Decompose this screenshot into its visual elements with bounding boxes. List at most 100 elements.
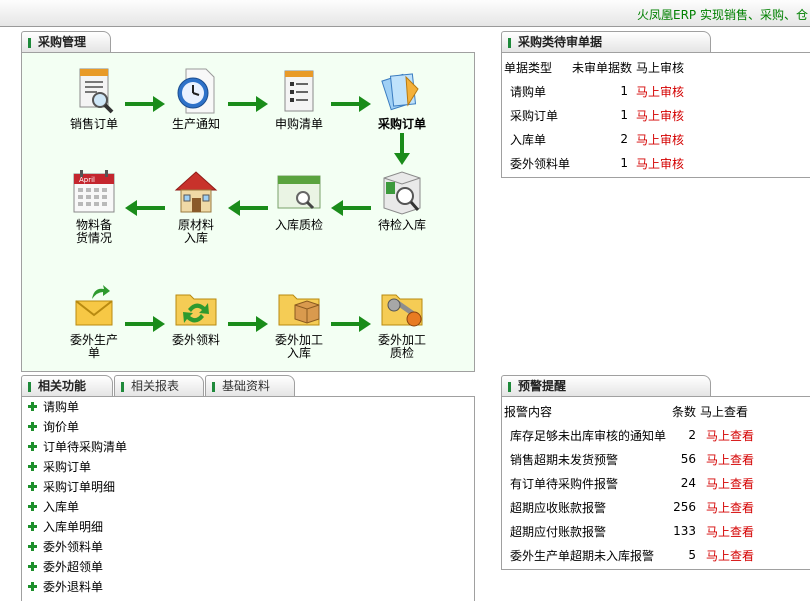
plus-icon	[28, 462, 37, 471]
warning-count: 56	[680, 452, 696, 466]
checklist-icon	[275, 67, 323, 115]
function-label: 委外领料单	[43, 540, 104, 554]
header-warning-content: 报警内容	[504, 404, 553, 419]
header-audit-now: 马上审核	[636, 60, 685, 75]
warning-panel: 报警内容 条数 马上查看 库存足够未出库审核的通知单 2 马上查看 销售超期未发…	[501, 396, 810, 570]
function-item[interactable]: 委外领料单	[22, 537, 474, 557]
arrow-right-icon	[228, 96, 268, 112]
audit-now-link[interactable]: 马上审核	[636, 108, 685, 123]
flow-outsource-inbound-label: 委外加工入库	[274, 333, 323, 360]
header-warning-count: 条数	[671, 404, 696, 419]
header-unaudited-count: 未审单据数	[572, 60, 633, 75]
warning-count: 5	[688, 548, 696, 562]
tab-base-data[interactable]: 基础资料	[205, 375, 295, 397]
folder-search-icon	[378, 168, 426, 216]
warning-content: 超期应收账款报警	[510, 500, 607, 515]
warning-content: 超期应付账款报警	[510, 524, 607, 539]
flow-sales-order[interactable]: 销售订单	[59, 67, 129, 131]
plus-icon	[28, 522, 37, 531]
flow-purchase-order[interactable]: 采购订单	[367, 67, 437, 131]
audit-now-link[interactable]: 马上审核	[636, 156, 685, 171]
view-now-link[interactable]: 马上查看	[706, 452, 755, 467]
warning-count: 133	[673, 524, 696, 538]
unaudited-count: 1	[620, 156, 628, 170]
flow-inbound-qc-label: 入库质检	[274, 218, 323, 232]
function-label: 入库单	[43, 500, 80, 514]
warning-content: 销售超期未发货预警	[510, 452, 619, 467]
table-header-row: 报警内容 条数 马上查看	[502, 399, 754, 423]
arrow-right-icon	[228, 316, 268, 332]
related-functions-panel: 请购单 询价单 订单待采购清单 采购订单 采购订单明细 入库单 入库单明细 委外…	[21, 396, 475, 601]
function-item[interactable]: 请购单	[22, 397, 474, 417]
function-item[interactable]: 采购订单明细	[22, 477, 474, 497]
header-view-now: 马上查看	[700, 404, 749, 419]
doc-type: 入库单	[510, 132, 547, 147]
flow-outsource-qc-label: 委外加工质检	[377, 333, 426, 360]
flow-outsource-pick[interactable]: 委外领料	[161, 283, 231, 347]
tab-related-functions[interactable]: 相关功能	[21, 375, 113, 397]
flow-production-notice-label: 生产通知	[171, 117, 220, 131]
function-item[interactable]: 询价单	[22, 417, 474, 437]
view-now-link[interactable]: 马上查看	[706, 500, 755, 515]
plus-icon	[28, 582, 37, 591]
arrow-left-icon	[228, 200, 268, 216]
flow-outsource-pick-label: 委外领料	[171, 333, 220, 347]
warning-count: 24	[680, 476, 696, 490]
flow-inbound-qc[interactable]: 入库质检	[264, 168, 334, 232]
function-label: 询价单	[43, 420, 80, 434]
function-item[interactable]: 委外超领单	[22, 557, 474, 577]
function-item[interactable]: 入库单	[22, 497, 474, 517]
audit-table: 单据类型 未审单据数 马上审核 请购单 1 马上审核 采购订单 1 马上审核 入…	[502, 55, 684, 175]
tab-warning[interactable]: 预警提醒	[501, 375, 711, 397]
table-row: 请购单 1 马上审核	[502, 79, 684, 103]
flow-outsource-inbound[interactable]: 委外加工入库	[264, 283, 334, 360]
warning-content: 库存足够未出库审核的通知单	[510, 428, 667, 443]
flow-outsource-prod[interactable]: 委外生产单	[59, 283, 129, 360]
flow-raw-inbound[interactable]: 原材料入库	[161, 168, 231, 245]
flow-raw-inbound-label: 原材料入库	[177, 218, 214, 245]
flow-pending-inspect[interactable]: 待检入库	[367, 168, 437, 232]
flow-production-notice[interactable]: 生产通知	[161, 67, 231, 131]
audit-now-link[interactable]: 马上审核	[636, 84, 685, 99]
unaudited-count: 1	[620, 84, 628, 98]
view-now-link[interactable]: 马上查看	[706, 548, 755, 563]
audit-now-link[interactable]: 马上审核	[636, 132, 685, 147]
view-now-link[interactable]: 马上查看	[706, 476, 755, 491]
flow-material-prep[interactable]: April 物料备货情况	[59, 168, 129, 245]
function-label: 采购订单明细	[43, 480, 116, 494]
view-now-link[interactable]: 马上查看	[706, 428, 755, 443]
arrow-right-icon	[125, 96, 165, 112]
function-label: 入库单明细	[43, 520, 104, 534]
table-row: 委外领料单 1 马上审核	[502, 151, 684, 175]
unaudited-count: 1	[620, 108, 628, 122]
function-item[interactable]: 委外退料单	[22, 577, 474, 597]
arrow-right-icon	[331, 316, 371, 332]
header-slogan: 火凤凰ERP 实现销售、采购、仓	[637, 8, 808, 22]
tab-related-reports[interactable]: 相关报表	[114, 375, 204, 397]
flow-purchase-order-label: 采购订单	[377, 117, 426, 131]
arrow-left-icon	[125, 200, 165, 216]
table-row: 采购订单 1 马上审核	[502, 103, 684, 127]
warning-table: 报警内容 条数 马上查看 库存足够未出库审核的通知单 2 马上查看 销售超期未发…	[502, 399, 754, 567]
plus-icon	[28, 422, 37, 431]
function-label: 采购订单	[43, 460, 92, 474]
flow-outsource-qc[interactable]: 委外加工质检	[367, 283, 437, 360]
plus-icon	[28, 442, 37, 451]
tab-pending-audit[interactable]: 采购类待审单据	[501, 31, 711, 53]
table-row: 超期应付账款报警 133 马上查看	[502, 519, 754, 543]
function-item[interactable]: 采购订单	[22, 457, 474, 477]
function-item[interactable]: 订单待采购清单	[22, 437, 474, 457]
folder-tools-icon	[378, 283, 426, 331]
doc-type: 委外领料单	[510, 156, 571, 171]
function-item[interactable]: 入库单明细	[22, 517, 474, 537]
folder-box-icon	[275, 283, 323, 331]
table-row: 入库单 2 马上审核	[502, 127, 684, 151]
top-bar: 火凤凰ERP 实现销售、采购、仓	[0, 0, 810, 27]
tab-purchase-management[interactable]: 采购管理	[21, 31, 111, 53]
function-label: 委外超领单	[43, 560, 104, 574]
flow-purchase-request[interactable]: 申购清单	[264, 67, 334, 131]
view-now-link[interactable]: 马上查看	[706, 524, 755, 539]
function-label: 请购单	[43, 400, 80, 414]
warning-count: 256	[673, 500, 696, 514]
warning-count: 2	[688, 428, 696, 442]
